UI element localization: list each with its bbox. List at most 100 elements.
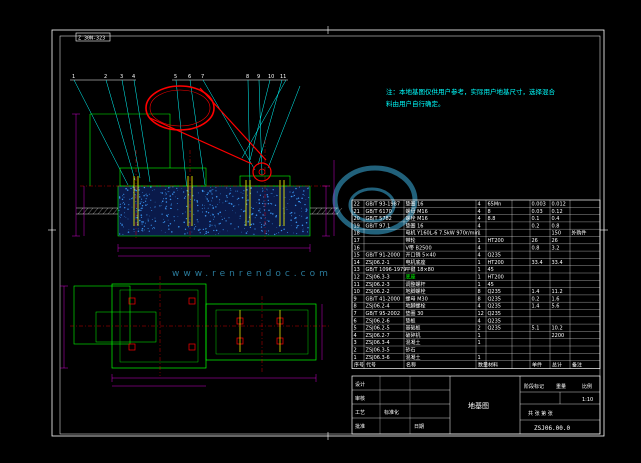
svg-text:6: 6 [188, 74, 191, 80]
bom-cell: Q235 [488, 296, 501, 302]
bom-cell: 3.2 [552, 245, 560, 251]
bom-cell: 4 [478, 223, 481, 229]
bom-cell: GB/T 41-2000 [366, 296, 401, 302]
svg-text:3: 3 [120, 74, 123, 80]
frame-ticks [48, 26, 608, 440]
bom-cell: Q235 [488, 289, 501, 295]
bom-cell: 26 [552, 238, 558, 244]
bom-cell: 螺母 M16 [406, 208, 428, 215]
bom-header-cell: 序号 [354, 362, 364, 369]
bom-cell: 5.1 [532, 326, 540, 332]
bom-cell: 0.2 [532, 296, 540, 302]
stage-label-0: 阶段标记 [524, 383, 544, 390]
scale-value: 1:10 [582, 397, 593, 403]
bom-cell: 0.8 [552, 223, 560, 229]
bom-cell: 45 [488, 267, 494, 273]
bom-header-cell: 单件 [532, 362, 542, 369]
balloon-row-left: 1 2 3 4 [70, 74, 136, 81]
bom-cell: GB/T 97.1 [366, 223, 391, 229]
bom-cell: 8 [354, 304, 357, 310]
bom-cell: 14 [354, 260, 360, 266]
bom-cell: 4 [478, 304, 481, 310]
corner-tag: Z 30N-323 [78, 36, 105, 42]
bom-header-cell: 代号 [366, 362, 376, 369]
bom-cell: Q235 [488, 253, 501, 259]
bom-cell: 3 [354, 340, 357, 346]
bom-cell: 16 [354, 245, 360, 251]
drawing-name: 地基图 [468, 401, 489, 410]
bom-cell: 26 [532, 238, 538, 244]
bom-cell: 地脚螺栓 [406, 288, 426, 295]
balloon-row-mid: 5 6 7 8 9 10 11 [172, 74, 288, 81]
bom-cell: 6 [354, 318, 357, 324]
bom-cell: ZSJ06.2-1 [366, 260, 390, 266]
bom-cell: ZSJ06.2-2 [366, 289, 390, 295]
bom-cell: GB/T 1096-1979 [366, 267, 407, 273]
bom-cell: 33.4 [532, 260, 543, 266]
bom-header-cell: 数量 [478, 362, 488, 369]
bom-cell: 8 [488, 209, 491, 215]
bom-cell: 螺栓 M16 [406, 215, 428, 222]
drawing-number: ZSJ06.00.0 [534, 425, 571, 432]
bom-cell: ZSJ06.3-3 [366, 275, 390, 281]
svg-text:1: 1 [72, 74, 75, 80]
bom-cell: 2 [478, 326, 481, 332]
tb-label-3: 批准 [355, 423, 365, 430]
bom-cell: 0.03 [532, 209, 543, 215]
bom-cell: 开口销 5×40 [406, 252, 436, 259]
bom-cell: 15 [354, 253, 360, 259]
bom-cell: 4 [478, 209, 481, 215]
foundation-elevation [76, 113, 343, 240]
bom-cell: 10.2 [552, 326, 563, 332]
bom-cell: 电机 Y160L-6 7.5kW 970r/min [406, 230, 480, 237]
bom-cell: 电机底座 [406, 259, 426, 266]
bom-cell: 0.003 [532, 202, 546, 208]
bom-cell: 33.4 [552, 260, 563, 266]
stage-label-2: 比例 [582, 383, 592, 390]
bom-cell: HT200 [488, 238, 504, 244]
bom-cell: 1 [478, 355, 481, 361]
bom-cell: 18 [354, 231, 360, 237]
bom-cell: ZSJ06.2-3 [366, 282, 390, 288]
bom-cell: ZSJ06.3-4 [366, 340, 390, 346]
bom-cell: 1 [478, 238, 481, 244]
bom-cell: 8.8 [488, 216, 496, 222]
bom-cell: ZSJ06.2-5 [366, 326, 390, 332]
bom-cell: GB/T 93-1987 [366, 202, 401, 208]
bom-cell: Q235 [488, 318, 501, 324]
bom-cell: 1.4 [532, 304, 540, 310]
foundation-plan [70, 276, 330, 376]
bom-cell: 基础板 [406, 325, 421, 332]
bom-cell: Q235 [488, 326, 501, 332]
bom-cell: 0.1 [532, 216, 540, 222]
svg-text:11: 11 [280, 74, 286, 80]
bom-cell: GB/T 91-2000 [366, 253, 401, 259]
bom-cell: 20 [354, 216, 360, 222]
bom-cell: 0.8 [532, 245, 540, 251]
dimensions-plan [60, 285, 323, 387]
bom-cell: V带 B2500 [406, 245, 432, 251]
bom-cell: 2200 [552, 333, 565, 339]
bom-cell: 螺母 M30 [406, 295, 428, 302]
bom-cell: 13 [354, 267, 360, 273]
bom-cell: 1 [478, 231, 481, 237]
sheet-text: 共 张 第 张 [528, 410, 553, 417]
bom-cell: HT200 [488, 275, 504, 281]
bom-cell: 4 [478, 253, 481, 259]
bom-cell: ZSJ06.3-6 [366, 355, 390, 361]
bom-cell: 22 [354, 202, 360, 208]
bom-cell: 10 [354, 289, 360, 295]
bom-cell: 砂石 [406, 347, 416, 354]
bom-cell: ZSJ06.2-6 [366, 318, 390, 324]
bom-cell: ZSJ06.3-5 [366, 348, 390, 354]
bom-cell: 垫圈 16 [406, 201, 424, 208]
svg-text:2: 2 [104, 74, 107, 80]
watermark-text: www.renrendoc.com [172, 269, 332, 279]
bom-cell: 12 [354, 275, 360, 281]
svg-text:10: 10 [268, 74, 274, 80]
svg-text:7: 7 [201, 74, 204, 80]
bom-cell: 45 [488, 282, 494, 288]
tb-label-5: 日期 [414, 424, 424, 430]
bom-cell: 地脚螺栓 [406, 303, 426, 310]
bom-cell: 垫圈 16 [406, 222, 424, 229]
